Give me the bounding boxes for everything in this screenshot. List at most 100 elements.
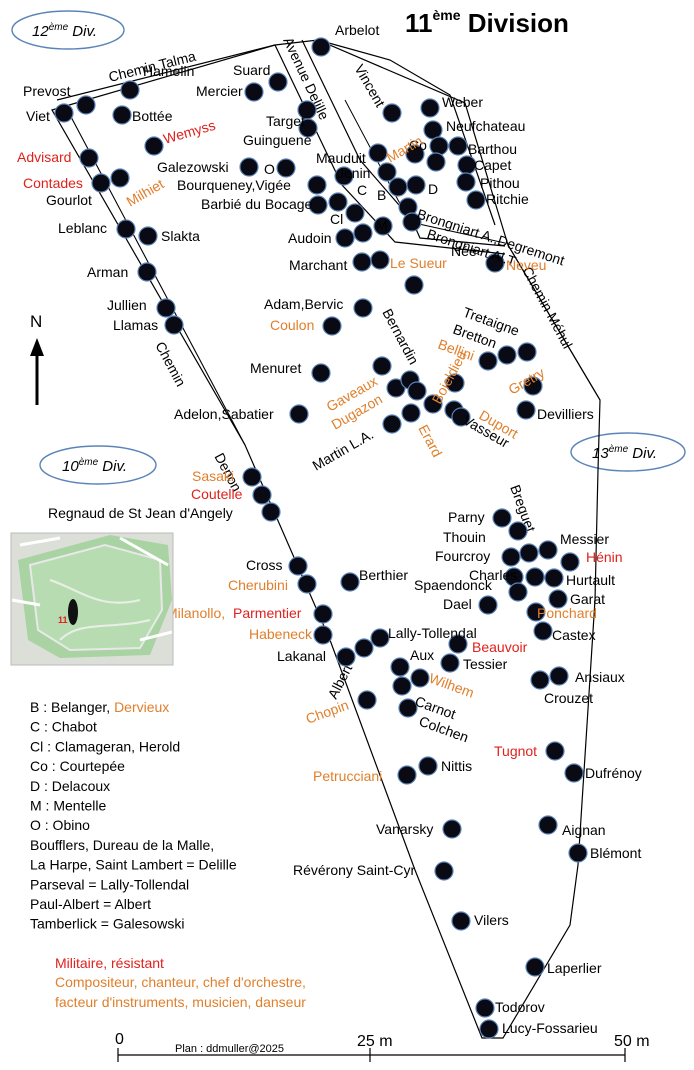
grave-label: Arman — [87, 264, 128, 280]
grave-label: Fourcroy — [435, 548, 490, 564]
grave-marker — [549, 666, 569, 686]
grave-marker — [377, 162, 397, 182]
grave-label: Martin L.A. — [310, 426, 377, 474]
grave-label: Parmentier — [233, 605, 302, 621]
grave-label: Vilers — [474, 912, 509, 928]
legend-entry: D : Delacoux — [30, 778, 110, 794]
grave-marker — [308, 195, 328, 215]
grave-marker — [456, 172, 476, 192]
grave-marker — [544, 568, 564, 588]
grave-label: Erard — [415, 422, 445, 460]
grave-marker — [516, 400, 536, 420]
grave-label: Tessier — [463, 656, 508, 672]
grave-marker — [244, 82, 264, 102]
grave-marker — [138, 226, 158, 246]
grave-marker — [252, 485, 272, 505]
grave-label: Petrucciani — [313, 768, 382, 784]
grave-label: Hénin — [586, 549, 623, 565]
grave-marker — [451, 407, 471, 427]
grave-label: Co — [409, 137, 427, 153]
grave-marker — [478, 351, 498, 371]
grave-marker — [91, 173, 111, 193]
grave-marker — [508, 521, 528, 541]
grave-label: Llamas — [113, 317, 158, 333]
grave-marker — [352, 252, 372, 272]
grave-label: Bottée — [132, 108, 173, 124]
grave-marker — [261, 502, 281, 522]
grave-marker — [442, 819, 462, 839]
grave-label: Tugnot — [494, 743, 537, 759]
grave-label: Lally-Tollendal — [388, 625, 477, 641]
grave-marker — [120, 80, 140, 100]
grave-label: Dufrénoy — [585, 765, 642, 781]
grave-marker — [448, 136, 468, 156]
grave-marker — [370, 250, 390, 270]
street-vincent: Vincent — [351, 62, 388, 110]
grave-marker — [492, 508, 512, 528]
key-orange-line2: facteur d'instruments, musicien, danseur — [55, 994, 306, 1010]
grave-marker — [242, 467, 262, 487]
grave-marker — [523, 376, 543, 396]
grave-marker — [328, 192, 348, 212]
grave-marker — [289, 404, 309, 424]
grave-label: Dael — [443, 596, 472, 612]
grave-label: Adam,Bervic — [264, 296, 343, 312]
grave-marker — [440, 653, 460, 673]
legend-entry: O : Obino — [30, 817, 90, 833]
grave-label: Habeneck — [249, 626, 313, 642]
grave-label: Milhiet — [124, 175, 167, 209]
street-chemin-mehul: Chemin Méhul — [519, 264, 576, 351]
grave-marker — [548, 589, 568, 609]
grave-label: Berthier — [359, 567, 408, 583]
grave-label: Barbié du Bocage — [201, 196, 313, 212]
svg-text:50 m: 50 m — [614, 1033, 650, 1050]
grave-label: B — [377, 187, 386, 203]
grave-label: Prevost — [23, 83, 71, 99]
grave-label: Regnaud de St Jean d'Angely — [48, 505, 233, 521]
grave-label: Galezowski — [157, 159, 229, 175]
grave-marker — [404, 275, 424, 295]
grave-marker — [564, 763, 584, 783]
grave-label: Wilhem — [427, 670, 476, 701]
grave-label: Gourlot — [46, 192, 92, 208]
grave-label: Garat — [570, 591, 605, 607]
grave-marker — [76, 95, 96, 115]
svg-text:12ème Div.: 12ème Div. — [32, 22, 97, 40]
grave-marker — [357, 690, 377, 710]
grave-label: Slakta — [161, 228, 200, 244]
grave-marker — [239, 157, 259, 177]
map-title: 11ème Division — [405, 7, 569, 38]
grave-label: M — [376, 217, 388, 233]
grave-marker — [525, 567, 545, 587]
key-orange-line1: Compositeur, chanteur, chef d'orchestre, — [55, 974, 306, 990]
grave-marker — [508, 582, 528, 602]
legend-entry: B : Belanger, Dervieux — [30, 699, 169, 715]
grave-marker — [426, 152, 446, 172]
grave-marker — [276, 158, 296, 178]
grave-label: Jullien — [107, 297, 147, 313]
division-10-badge: 10ème Div. — [39, 445, 157, 485]
grave-marker — [110, 168, 130, 188]
grave-marker — [406, 175, 426, 195]
grave-label: Coutelle — [191, 486, 243, 502]
legend-entry: Tamberlick = Galesowski — [30, 916, 184, 932]
scale-bar: 0 25 m 50 m Plan : ddmuller@2025 — [115, 1031, 650, 1062]
grave-marker — [423, 394, 443, 414]
grave-label: Messier — [560, 531, 609, 547]
grave-marker — [451, 911, 471, 931]
grave-marker — [112, 105, 132, 125]
division-13-badge: 13ème Div. — [570, 432, 686, 472]
grave-marker — [311, 37, 331, 57]
grave-label: Todorov — [495, 999, 545, 1015]
grave-marker — [373, 216, 393, 236]
grave-marker — [533, 621, 553, 641]
grave-marker — [322, 316, 342, 336]
grave-label: Menuret — [250, 360, 301, 376]
grave-marker — [354, 638, 374, 658]
grave-label: Mauduit — [316, 150, 366, 166]
grave-label: Milanollo, — [166, 605, 225, 621]
grave-label: Sasaki — [192, 468, 234, 484]
grave-marker — [517, 342, 537, 362]
